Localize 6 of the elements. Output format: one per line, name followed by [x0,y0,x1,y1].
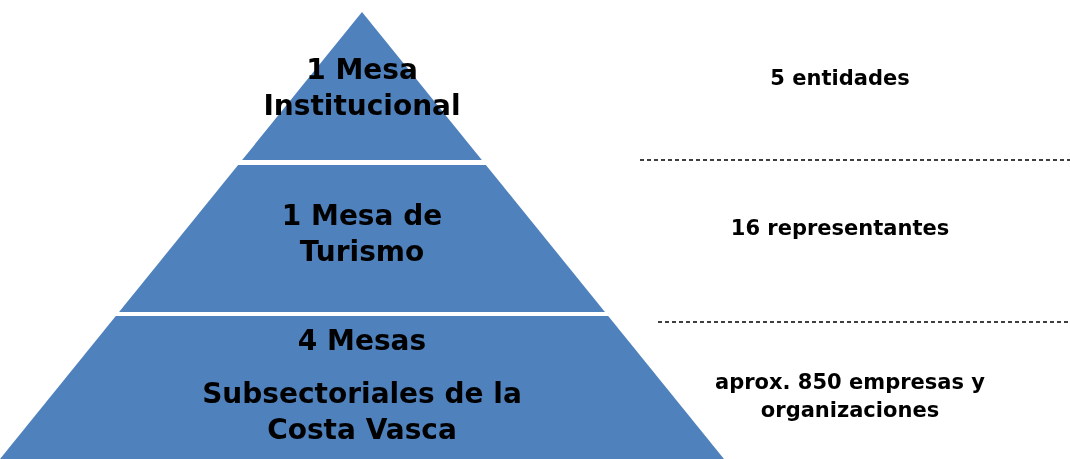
tier-note: 5 entidades [769,65,911,92]
tier-note: 16 representantes [729,215,951,242]
tier-label: Subsectoriales de la Costa Vasca [201,376,523,448]
tier-note: aprox. 850 empresas y organizaciones [714,369,986,424]
tier-label: 4 Mesas [296,323,428,359]
tier-label: 1 Mesa de Turismo [280,198,444,270]
